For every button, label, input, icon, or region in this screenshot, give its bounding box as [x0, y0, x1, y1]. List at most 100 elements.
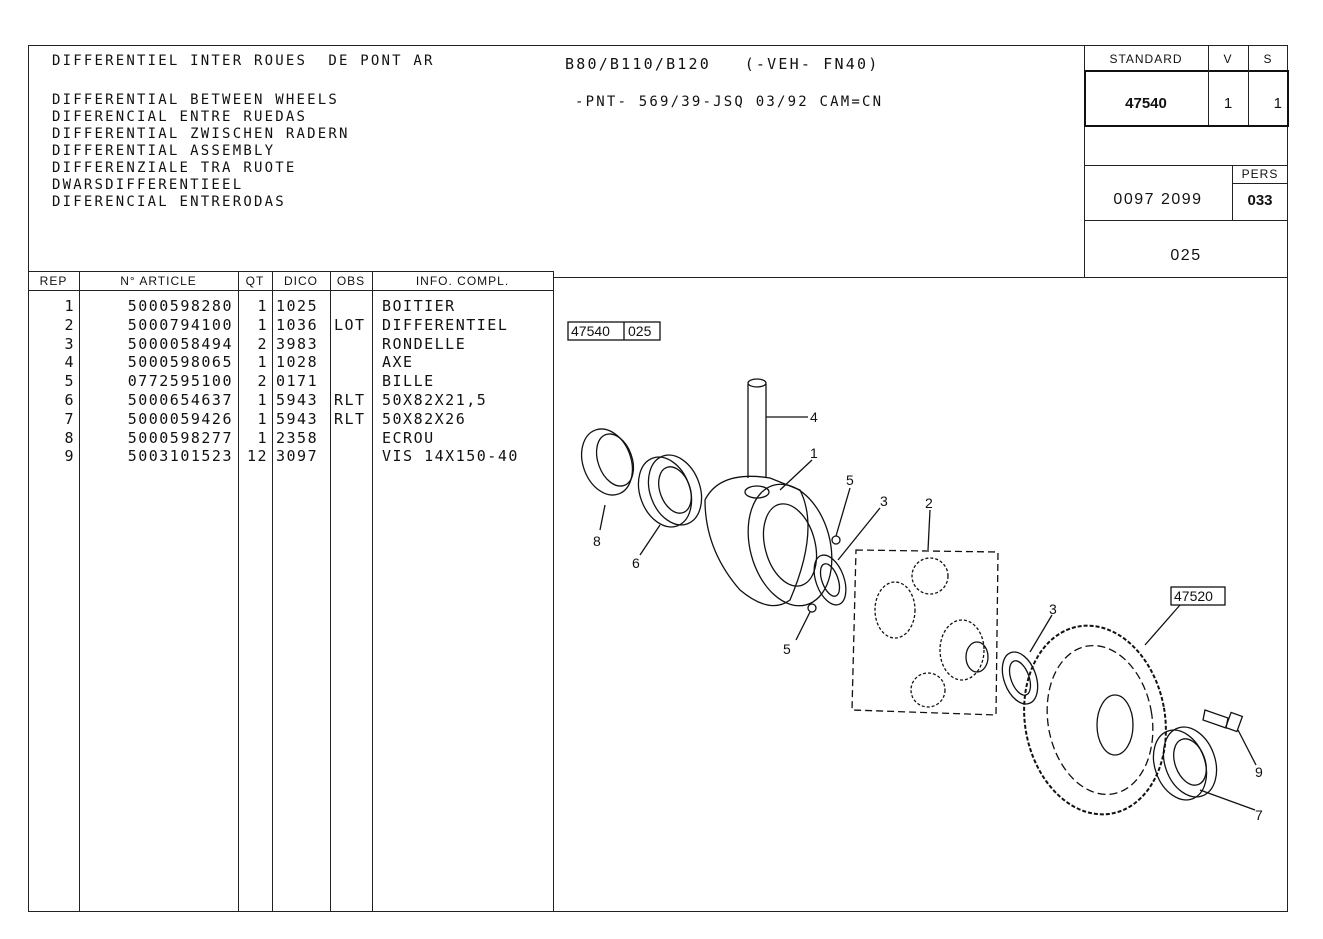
cell-article: 5000058494	[127, 334, 233, 353]
cell-dico: 0171	[276, 372, 319, 391]
pinion-gear	[911, 557, 949, 595]
cell-rep: 9	[64, 447, 75, 466]
pinion-gear	[910, 672, 946, 708]
frame-right	[1287, 45, 1288, 912]
th-qt: QT	[245, 274, 265, 288]
standard-number: 47540	[1125, 95, 1167, 112]
pers-value: 033	[1247, 192, 1273, 209]
callout-3b: 3	[1049, 601, 1057, 617]
callout-2: 2	[925, 495, 933, 511]
ball-part	[831, 535, 841, 545]
divider	[1232, 183, 1288, 184]
divider	[553, 277, 1288, 278]
ring-ref-box	[1170, 586, 1226, 606]
cell-dico: 1028	[276, 353, 319, 372]
washer-part	[813, 554, 847, 606]
ref-b: 025	[628, 323, 652, 339]
col-line	[372, 271, 373, 912]
cell-rep: 6	[64, 391, 75, 409]
col-line	[272, 271, 273, 912]
translation: DIFFERENZIALE TRA RUOTE	[52, 160, 297, 176]
cell-article: 5000059426	[127, 409, 233, 428]
standard-box	[1084, 70, 1289, 127]
cell-article: 5000598277	[127, 428, 233, 447]
translation: DIFFERENTIAL ASSEMBLY	[52, 143, 276, 159]
cell-article: 0772595100	[127, 372, 233, 391]
cell-qt: 1	[257, 315, 268, 334]
cell-article: 5003101523	[127, 447, 233, 466]
washer-part	[1001, 651, 1039, 705]
divider	[28, 290, 554, 291]
th-rep: REP	[39, 274, 68, 288]
cell-qt: 2	[257, 334, 268, 353]
frame-left	[28, 45, 29, 912]
callout-6: 6	[632, 555, 640, 571]
translation: DIFERENCIAL ENTRERODAS	[52, 194, 286, 210]
cell-info: VIS 14X150-40	[382, 447, 519, 466]
callout-8: 8	[593, 533, 601, 549]
callout-7: 7	[1255, 807, 1263, 823]
callout-3: 3	[880, 493, 888, 509]
axle-part	[747, 378, 767, 478]
title-fr: DIFFERENTIEL INTER ROUES DE PONT AR	[52, 53, 435, 69]
cell-rep: 5	[64, 372, 75, 391]
v-label: V	[1223, 52, 1233, 66]
th-obs: OBS	[336, 274, 366, 288]
nut-part	[580, 428, 635, 496]
translation: DIFERENCIAL ENTRE RUEDAS	[52, 109, 308, 125]
divider	[1084, 165, 1288, 166]
v-value: 1	[1223, 95, 1233, 112]
standard-label: STANDARD	[1109, 52, 1183, 66]
cell-qt: 1	[257, 297, 268, 315]
ref-a: 47540	[571, 323, 610, 339]
cell-article: 5000794100	[127, 315, 233, 334]
th-dico: DICO	[284, 274, 318, 288]
screw-part	[1202, 709, 1244, 733]
cell-info: AXE	[382, 353, 414, 372]
cell-qt: 1	[257, 428, 268, 447]
callout-4: 4	[810, 409, 818, 425]
cell-dico: 2358	[276, 428, 319, 447]
bearing-6-part	[637, 454, 703, 528]
cell-qt: 1	[257, 391, 268, 409]
callout-1: 1	[810, 445, 818, 461]
cell-dico: 5943	[276, 409, 319, 428]
cell-dico: 3983	[276, 334, 319, 353]
side-gear	[874, 581, 916, 639]
cell-dico: 1025	[276, 297, 319, 315]
divider	[1248, 45, 1249, 125]
cell-qt: 12	[246, 447, 268, 466]
cell-rep: 1	[64, 297, 75, 315]
translation: DIFFERENTIAL ZWISCHEN RADERN	[52, 126, 350, 142]
cell-article: 5000598065	[127, 353, 233, 372]
callout-5b: 5	[783, 641, 791, 657]
col-line	[79, 271, 80, 912]
cell-obs: RLT	[334, 391, 366, 409]
gear-kit-box	[851, 549, 999, 716]
cell-info: 50X82X21,5	[382, 391, 488, 409]
col-line	[330, 271, 331, 912]
callout-9: 9	[1255, 764, 1263, 780]
cell-obs: RLT	[334, 409, 366, 428]
frame-top	[28, 45, 1288, 46]
cell-rep: 8	[64, 428, 75, 447]
cell-article: 5000598280	[127, 297, 233, 315]
frame-bottom	[28, 911, 1288, 912]
ring-gear-part	[1023, 624, 1167, 816]
cell-info: BOITIER	[382, 297, 456, 315]
cell-dico: 3097	[276, 447, 319, 466]
cell-dico: 1036	[276, 315, 319, 334]
divider	[1084, 45, 1085, 277]
col-line	[553, 271, 554, 912]
callout-5: 5	[846, 472, 854, 488]
pers-label: PERS	[1241, 167, 1279, 181]
cell-qt: 1	[257, 409, 268, 428]
cell-info: 50X82X26	[382, 409, 467, 428]
ball-part	[807, 603, 817, 613]
ref-box	[567, 321, 661, 341]
cell-info: DIFFERENTIEL	[382, 315, 509, 334]
divider	[1208, 45, 1209, 125]
code: 0097 2099	[1113, 191, 1203, 208]
s-value: 1	[1273, 95, 1282, 112]
cell-rep: 4	[64, 353, 75, 372]
